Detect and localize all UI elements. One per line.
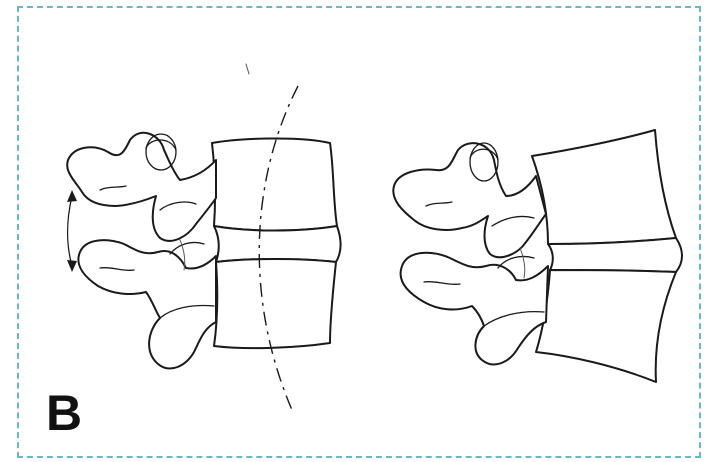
right-upper-vertebral-body	[532, 130, 676, 244]
left-upper-posterior-elements	[67, 133, 216, 241]
left-upper-vertebral-body	[212, 138, 337, 230]
left-vertebral-segment	[67, 64, 341, 410]
panel-label: B	[46, 388, 82, 438]
left-intervertebral-disc	[214, 226, 341, 262]
right-lower-vertebral-body	[536, 270, 676, 382]
right-intervertebral-disc	[548, 238, 682, 272]
right-vertebral-segment	[393, 130, 682, 382]
motion-double-arrow	[67, 190, 77, 272]
left-lower-vertebral-body	[214, 259, 336, 348]
right-lower-posterior-elements	[401, 253, 548, 365]
left-lower-posterior-elements	[78, 240, 216, 368]
